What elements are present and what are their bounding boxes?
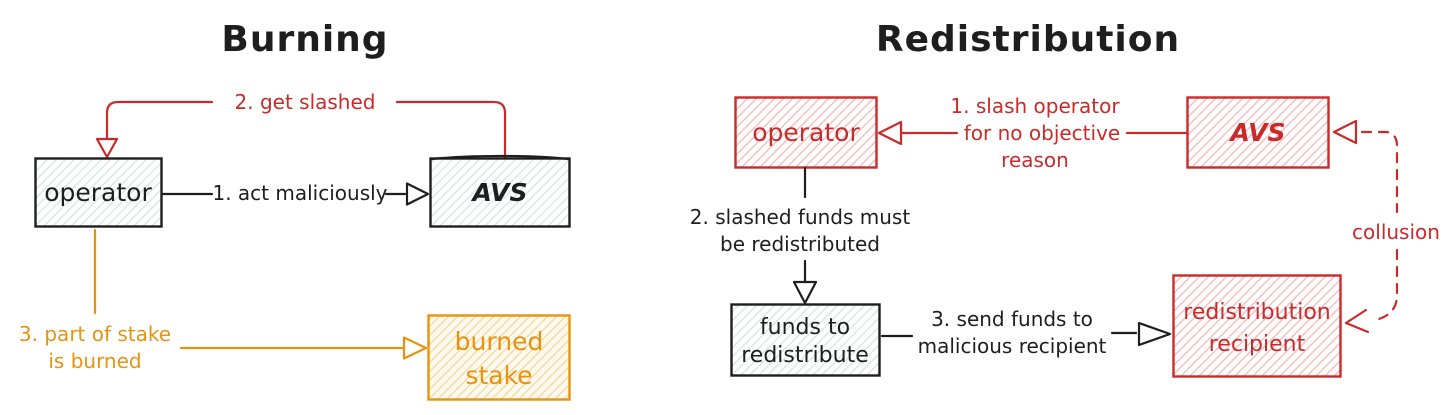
burned-stake-label-line2: stake: [465, 361, 532, 390]
recipient-box: [1172, 274, 1342, 378]
stake-burned-arrow: 3. part of stake is burned: [19, 228, 428, 373]
redistribution-operator-label: operator: [752, 118, 860, 147]
recipient-node: redistribution recipient: [1172, 274, 1342, 378]
stake-burned-arrowhead: [402, 336, 428, 360]
get-slashed-line-left: [105, 100, 214, 141]
funds-label-line2: redistribute: [741, 343, 869, 368]
get-slashed-arrow: 2. get slashed: [95, 90, 507, 159]
slash-operator-label-line2: for no objective: [964, 121, 1120, 145]
slash-operator-label-line1: 1. slash operator: [950, 94, 1120, 118]
burned-stake-label-line1: burned: [455, 327, 544, 356]
collusion-arrowhead-top: [1332, 119, 1358, 145]
redistribution-title: Redistribution: [876, 19, 1180, 60]
collusion-arrow: collusion: [1332, 119, 1440, 334]
redistribution-operator-box: [734, 96, 878, 169]
burning-operator-label: operator: [44, 178, 152, 207]
get-slashed-line-right: [395, 100, 507, 159]
burning-operator-node: operator: [34, 157, 163, 228]
slash-operator-arrowhead: [877, 120, 903, 146]
send-funds-label-line2: malicious recipient: [918, 334, 1107, 358]
collusion-line-bottom: [1377, 248, 1399, 321]
recipient-label-line1: redistribution: [1183, 300, 1330, 325]
burning-avs-node: AVS: [429, 154, 571, 228]
send-funds-arrow: 3. send funds to malicious recipient: [880, 307, 1172, 358]
redistribute-funds-arrowhead: [792, 280, 818, 305]
collusion-label: collusion: [1352, 220, 1440, 244]
send-funds-label-line1: 3. send funds to: [931, 307, 1093, 331]
get-slashed-arrowhead: [95, 137, 119, 159]
burning-title: Burning: [221, 19, 388, 60]
redistribute-funds-label-line1: 2. slashed funds must: [690, 205, 911, 229]
collusion-line-top: [1360, 130, 1399, 214]
recipient-label-line2: recipient: [1209, 332, 1306, 357]
act-maliciously-label: 1. act maliciously: [212, 181, 387, 205]
funds-box: [730, 303, 881, 377]
burning-avs-box: [429, 157, 571, 228]
stake-burned-label-line2: is burned: [48, 349, 141, 373]
funds-label-line1: funds to: [760, 315, 850, 340]
slash-operator-label-line3: reason: [1001, 148, 1069, 172]
send-funds-arrowhead: [1137, 321, 1172, 347]
funds-node: funds to redistribute: [730, 303, 881, 377]
redistribute-funds-arrow: 2. slashed funds must be redistributed: [690, 166, 911, 305]
redistribution-avs-box: [1186, 96, 1330, 169]
burned-stake-node: burned stake: [427, 314, 571, 401]
burned-stake-box: [427, 314, 571, 401]
slash-operator-arrow: 1. slash operator for no objective reaso…: [877, 94, 1189, 172]
stake-burned-label-line1: 3. part of stake: [19, 322, 171, 346]
redistribution-avs-label: AVS: [1228, 118, 1285, 147]
burning-avs-box-top-stroke: [430, 154, 570, 161]
act-maliciously-arrowhead: [405, 182, 430, 206]
get-slashed-label: 2. get slashed: [235, 90, 376, 114]
redistribution-operator-node: operator: [734, 96, 878, 169]
redistribution-diagram: Redistribution operator 1. slash operato…: [690, 19, 1440, 378]
burning-operator-box: [34, 157, 163, 228]
redistribution-avs-node: AVS: [1186, 96, 1330, 169]
collusion-arrowhead-bottom: [1344, 308, 1370, 334]
burning-avs-label: AVS: [470, 178, 527, 207]
burning-diagram: Burning 2. get slashed operator 1. act m…: [19, 19, 571, 401]
redistribute-funds-label-line2: be redistributed: [720, 232, 880, 256]
act-maliciously-arrow: 1. act maliciously: [161, 181, 430, 206]
